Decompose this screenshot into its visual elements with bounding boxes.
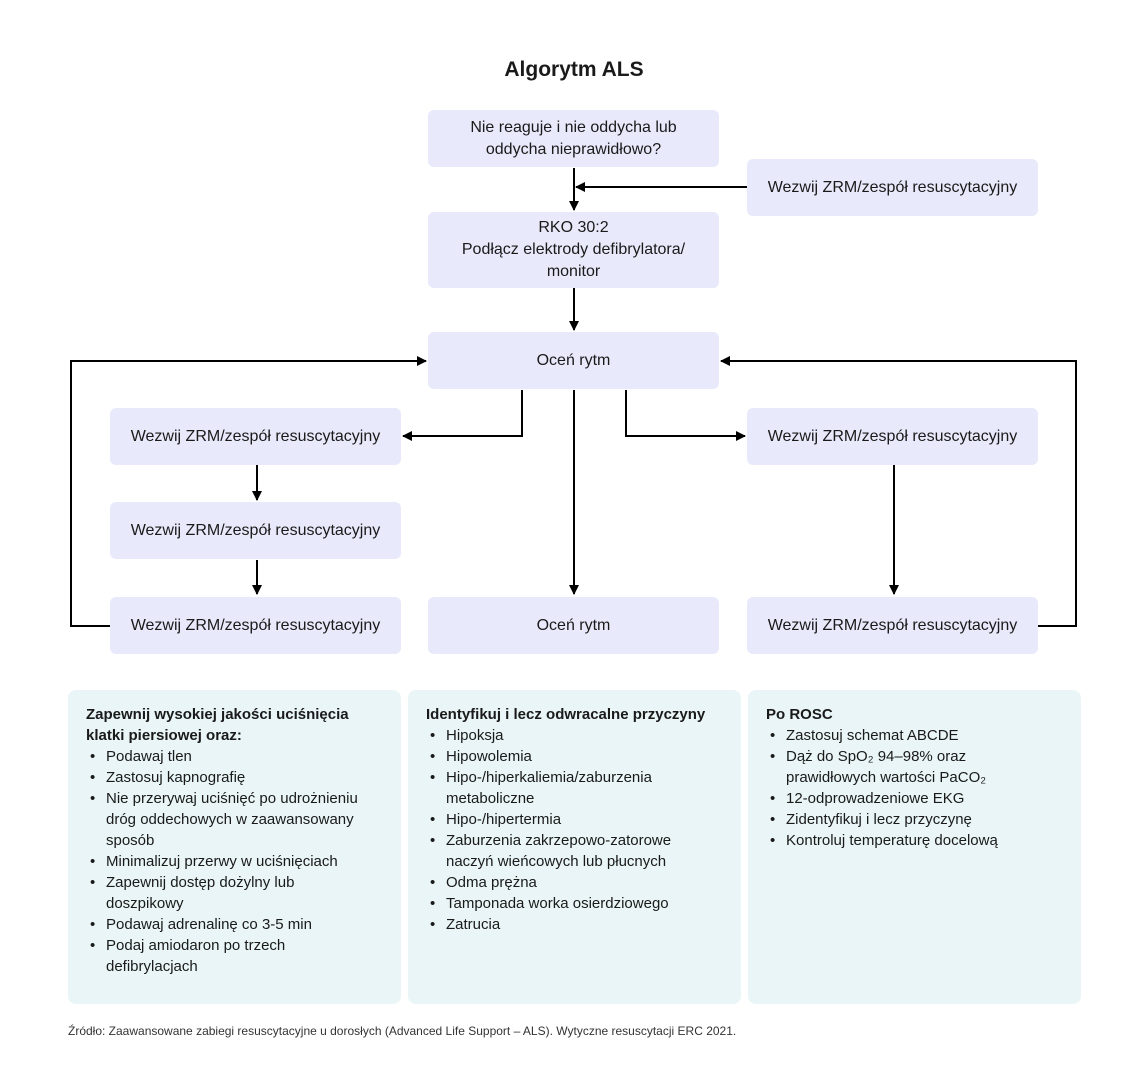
list-item: Odma prężna xyxy=(426,872,723,893)
panel-heading: Po ROSC xyxy=(766,706,833,723)
panel-heading: Identyfikuj i lecz odwracalne przyczyny xyxy=(426,706,706,723)
list-item: Hipo-/hiperkaliemia/zaburzenia metabolic… xyxy=(426,767,723,809)
list-item: Zastosuj schemat ABCDE xyxy=(766,725,1063,746)
diagram-title: Algorytm ALS xyxy=(504,58,644,81)
node-center-assess-rhythm: Oceń rytm xyxy=(428,597,719,654)
panel-list: Hipoksja Hipowolemia Hipo-/hiperkaliemia… xyxy=(426,725,723,935)
list-item: Kontroluj temperaturę docelową xyxy=(766,830,1063,851)
panel-reversible-causes: Identyfikuj i lecz odwracalne przyczyny … xyxy=(408,690,741,1004)
panel-list: Zastosuj schemat ABCDE Dąż do SpO₂ 94–98… xyxy=(766,725,1063,851)
arrow-assess-to-left xyxy=(402,390,523,441)
list-item: Hipoksja xyxy=(426,725,723,746)
list-item: 12-odprowadzeniowe EKG xyxy=(766,788,1063,809)
loop-left-back-to-assess xyxy=(70,356,427,627)
node-left-step-3: Wezwij ZRM/zespół resuscytacyjny xyxy=(110,597,401,654)
list-item: Zastosuj kapnografię xyxy=(86,767,383,788)
list-item: Podawaj adrenalinę co 3-5 min xyxy=(86,914,383,935)
list-item: Zapewnij dostęp dożylny lub doszpikowy xyxy=(86,872,383,914)
list-item: Minimalizuj przerwy w uciśnięciach xyxy=(86,851,383,872)
list-item: Hipo-/hipertermia xyxy=(426,809,723,830)
node-right-step-2: Wezwij ZRM/zespół resuscytacyjny xyxy=(747,597,1038,654)
list-item: Dąż do SpO₂ 94–98% oraz prawidłowych war… xyxy=(766,746,1063,788)
panel-heading: Zapewnij wysokiej jakości uciśnięcia kla… xyxy=(86,706,349,744)
list-item: Podaj amiodaron po trzech defibrylacjach xyxy=(86,935,383,977)
node-left-step-1: Wezwij ZRM/zespół resuscytacyjny xyxy=(110,408,401,465)
node-cpr-attach-defibrillator: RKO 30:2 Podłącz elektrody defibrylatora… xyxy=(428,212,719,288)
panel-post-rosc: Po ROSC Zastosuj schemat ABCDE Dąż do Sp… xyxy=(748,690,1081,1004)
arrow-assess-to-right xyxy=(625,390,746,441)
loop-right-back-to-assess xyxy=(720,356,1077,627)
node-right-step-1: Wezwij ZRM/zespół resuscytacyjny xyxy=(747,408,1038,465)
list-item: Podawaj tlen xyxy=(86,746,383,767)
list-item: Zaburzenia zakrzepowo-zatorowe naczyń wi… xyxy=(426,830,723,872)
panel-high-quality-compressions: Zapewnij wysokiej jakości uciśnięcia kla… xyxy=(68,690,401,1004)
list-item: Zidentyfikuj i lecz przyczynę xyxy=(766,809,1063,830)
source-footnote: Źródło: Zaawansowane zabiegi resuscytacy… xyxy=(68,1024,737,1038)
node-left-step-2: Wezwij ZRM/zespół resuscytacyjny xyxy=(110,502,401,559)
node-assess-rhythm: Oceń rytm xyxy=(428,332,719,389)
node-unresponsive-question: Nie reaguje i nie oddycha lub oddycha ni… xyxy=(428,110,719,167)
list-item: Zatrucia xyxy=(426,914,723,935)
panel-list: Podawaj tlen Zastosuj kapnografię Nie pr… xyxy=(86,746,383,977)
node-call-team-top: Wezwij ZRM/zespół resuscytacyjny xyxy=(747,159,1038,216)
list-item: Hipowolemia xyxy=(426,746,723,767)
list-item: Nie przerywaj uciśnięć po udrożnieniu dr… xyxy=(86,788,383,851)
list-item: Tamponada worka osierdziowego xyxy=(426,893,723,914)
